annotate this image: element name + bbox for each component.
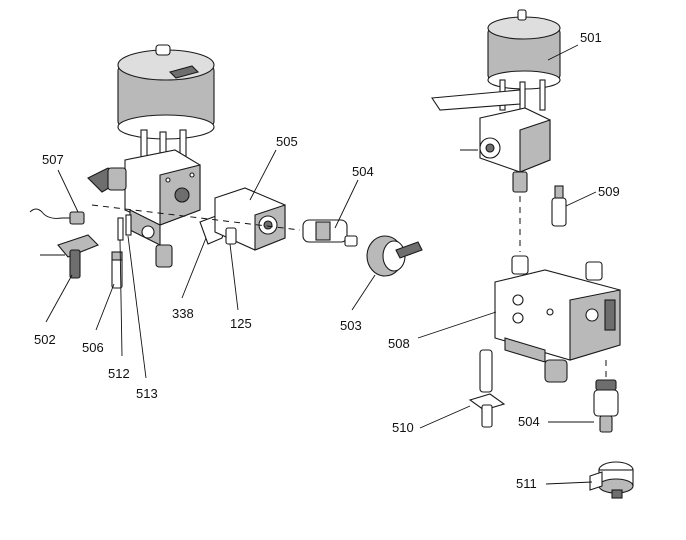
callout-507: 507 — [42, 152, 64, 167]
callout-510: 510 — [392, 420, 414, 435]
knob-511 — [589, 461, 634, 499]
tie-rods-right — [431, 79, 546, 113]
callout-125: 125 — [230, 316, 252, 331]
actuator-cylinder-left — [117, 44, 215, 140]
callout-511: 511 — [516, 476, 537, 491]
cartridge-504-right — [593, 360, 619, 433]
actuator-cylinder-right — [487, 9, 561, 90]
left-assembly — [29, 44, 423, 289]
callout-504-right: 504 — [518, 414, 540, 429]
callout-513: 513 — [136, 386, 158, 401]
seal-125 — [225, 227, 237, 245]
fitting-507 — [87, 167, 127, 193]
callout-502: 502 — [34, 332, 56, 347]
cartridge-504-left — [302, 219, 358, 247]
callout-503: 503 — [340, 318, 362, 333]
callout-505: 505 — [276, 134, 298, 149]
pins-512-513 — [117, 214, 132, 241]
callout-504-left: 504 — [352, 164, 374, 179]
cartridge-509 — [551, 185, 567, 227]
fitting-510 — [468, 349, 506, 428]
leader-lines — [45, 44, 597, 485]
hose-507 — [29, 208, 85, 225]
right-assembly — [431, 9, 634, 499]
cartridge-506 — [111, 251, 123, 289]
callout-512: 512 — [108, 366, 130, 381]
callout-labels: 501 505 507 504 509 502 506 338 125 503 … — [34, 30, 620, 491]
callout-501: 501 — [580, 30, 602, 45]
callout-509: 509 — [598, 184, 620, 199]
valve-body-right — [460, 107, 551, 193]
manifold-508 — [494, 269, 621, 383]
fitting-502 — [40, 234, 99, 279]
callout-508: 508 — [388, 336, 410, 351]
callout-506: 506 — [82, 340, 104, 355]
knob-503 — [366, 235, 423, 277]
fittings-top-508 — [511, 255, 603, 281]
callout-338: 338 — [172, 306, 194, 321]
valve-block-left — [124, 149, 201, 268]
